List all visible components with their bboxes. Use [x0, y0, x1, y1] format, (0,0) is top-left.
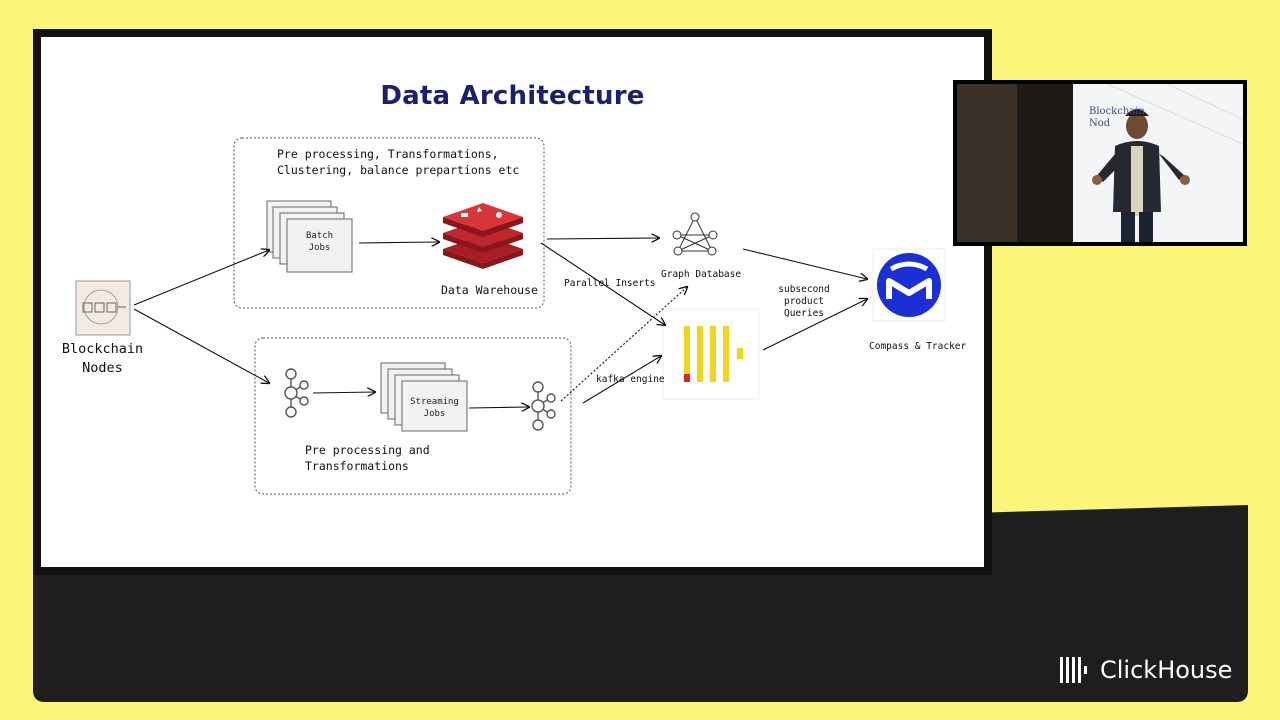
whiteboard-text: Blockchain Nod — [1089, 106, 1145, 129]
streaming-jobs-stack — [380, 362, 468, 432]
kafka-icon-right — [531, 381, 556, 431]
kafka-icon-left — [284, 368, 309, 418]
architecture-diagram — [75, 137, 946, 495]
arrow-warehouse-to-clickhouse — [540, 242, 665, 325]
webcam-frame: Blockchain Nod — [953, 80, 1247, 246]
slide: Data Architecture — [41, 37, 984, 567]
arrow-kafka-to-streaming — [312, 392, 375, 393]
stream-group-label: Pre processing and Transformations — [305, 443, 430, 473]
blockchain-icon — [75, 280, 131, 336]
speaker-figure — [1092, 109, 1190, 242]
arrow-kafka-to-clickhouse — [582, 356, 661, 404]
subsecond-label: subsecond product Queries — [778, 284, 830, 319]
batch-group-label: Pre processing, Transformations, Cluster… — [277, 147, 520, 177]
arrow-kafka-to-graph-dotted — [560, 287, 687, 402]
batch-jobs-stack — [266, 200, 353, 273]
clickhouse-logo-text: ClickHouse — [1100, 656, 1233, 684]
speaker-video — [957, 84, 1243, 242]
arrow-batch-to-warehouse — [358, 242, 439, 243]
arrow-graph-to-compass — [742, 248, 867, 279]
slide-frame: Data Architecture — [33, 29, 992, 575]
slide-title: Data Architecture — [380, 81, 645, 111]
clickhouse-icon — [662, 308, 760, 400]
blockchain-label: Blockchain Nodes — [61, 341, 144, 376]
parallel-inserts-label: Parallel Inserts — [564, 278, 656, 289]
graph-database-label: Graph Database — [661, 269, 742, 280]
compass-tracker-logo — [872, 248, 946, 322]
webcam-feed: Blockchain Nod — [957, 84, 1243, 242]
graph-database-icon — [672, 212, 718, 256]
compass-tracker-label: Compass & Tracker — [869, 341, 967, 352]
batch-jobs-label: Batch Jobs — [305, 231, 334, 253]
arrow-blockchain-to-stream — [133, 308, 269, 383]
stream-group-box — [254, 337, 572, 495]
clickhouse-brand: ClickHouse — [1058, 655, 1232, 685]
streaming-jobs-label: Streaming Jobs — [410, 397, 459, 419]
data-warehouse-icon — [443, 203, 523, 269]
arrow-warehouse-to-graph — [546, 238, 659, 239]
arrow-blockchain-to-batch — [133, 250, 269, 306]
clickhouse-logo-icon — [1060, 657, 1087, 683]
data-warehouse-label: Data Warehouse — [441, 283, 538, 297]
batch-group-box — [233, 137, 545, 309]
arrow-streaming-to-kafka — [468, 407, 529, 408]
kafka-engine-label: kafka engine — [596, 374, 665, 385]
arrow-clickhouse-to-compass — [762, 299, 867, 351]
